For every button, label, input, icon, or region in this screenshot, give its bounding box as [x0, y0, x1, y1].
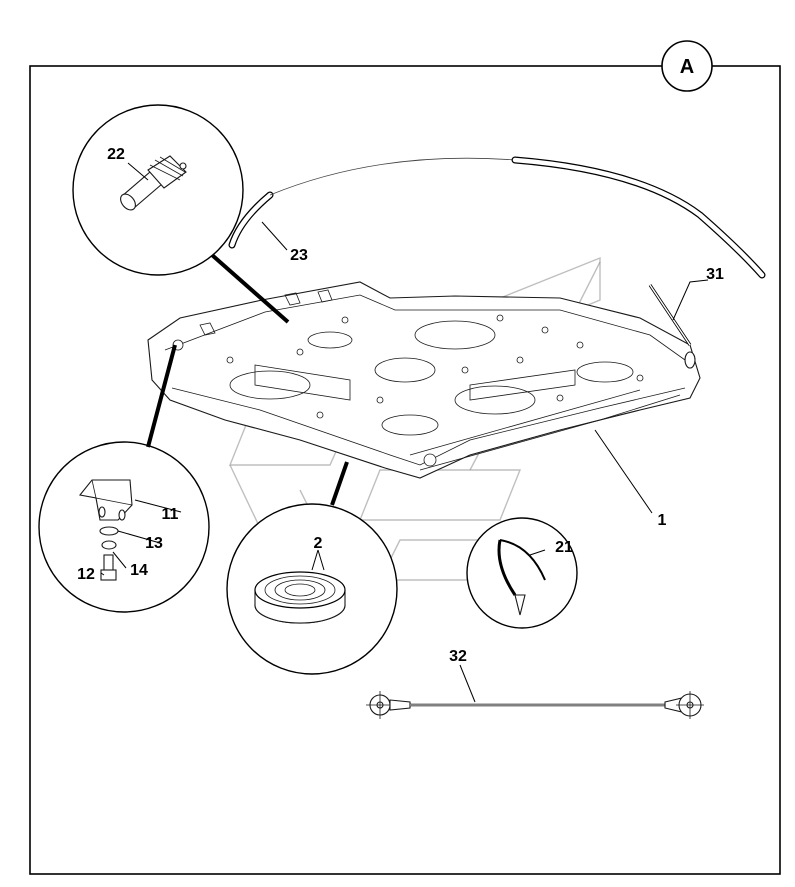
callout-21: 21 — [555, 539, 573, 556]
callout-1: 1 — [658, 512, 667, 529]
washer-nozzle — [648, 284, 696, 369]
callout-31: 31 — [706, 266, 724, 283]
view-indicator: A — [661, 40, 713, 92]
detail-bracket — [38, 441, 210, 613]
callout-13: 13 — [145, 535, 163, 552]
callout-22: 22 — [107, 146, 125, 163]
detail-seal — [226, 503, 398, 675]
callout-12: 12 — [77, 566, 95, 583]
callout-11: 11 — [162, 506, 179, 523]
callout-14: 14 — [130, 562, 148, 579]
diagram-frame — [29, 65, 781, 875]
callout-leaders — [100, 162, 709, 703]
ground-strap — [366, 691, 704, 719]
callout-labels: 1 2 11 12 13 14 21 22 23 31 32 — [77, 146, 724, 665]
detail-fitting — [72, 104, 244, 276]
hose — [228, 156, 766, 279]
callout-2: 2 — [314, 535, 323, 552]
callout-23: 23 — [290, 247, 308, 264]
detail-cable-tie — [466, 517, 578, 629]
leader-fitting — [210, 253, 290, 324]
callout-32: 32 — [449, 648, 467, 665]
view-letter: A — [680, 56, 694, 78]
leader-bracket — [146, 344, 177, 448]
leader-seal — [330, 461, 349, 506]
roof-canopy — [147, 281, 701, 479]
